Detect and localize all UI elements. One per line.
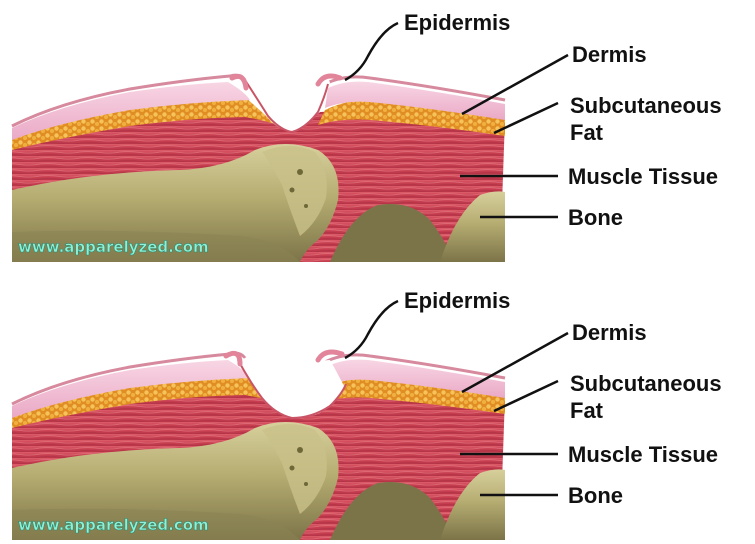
label-fat: Fat xyxy=(570,120,604,145)
watermark: www.apparelyzed.com xyxy=(18,516,209,534)
label-subcutaneous: Subcutaneous xyxy=(570,93,722,118)
label-epidermis: Epidermis xyxy=(404,288,510,313)
label-muscle-tissue: Muscle Tissue xyxy=(568,442,718,467)
label-fat: Fat xyxy=(570,398,604,423)
epidermis-leader xyxy=(345,23,398,80)
label-dermis: Dermis xyxy=(572,42,647,67)
label-subcutaneous: Subcutaneous xyxy=(570,371,722,396)
watermark: www.apparelyzed.com xyxy=(18,238,209,256)
epidermis-leader xyxy=(345,301,398,358)
panel-1: Epidermis Dermis Subcutaneous Fat Muscle… xyxy=(12,10,722,262)
label-bone: Bone xyxy=(568,483,623,508)
label-bone: Bone xyxy=(568,205,623,230)
tissue-cross-section xyxy=(12,72,505,262)
label-muscle-tissue: Muscle Tissue xyxy=(568,164,718,189)
tissue-cross-section xyxy=(12,352,505,540)
label-epidermis: Epidermis xyxy=(404,10,510,35)
label-dermis: Dermis xyxy=(572,320,647,345)
panel-2: Epidermis Dermis Subcutaneous Fat Muscle… xyxy=(12,288,722,540)
